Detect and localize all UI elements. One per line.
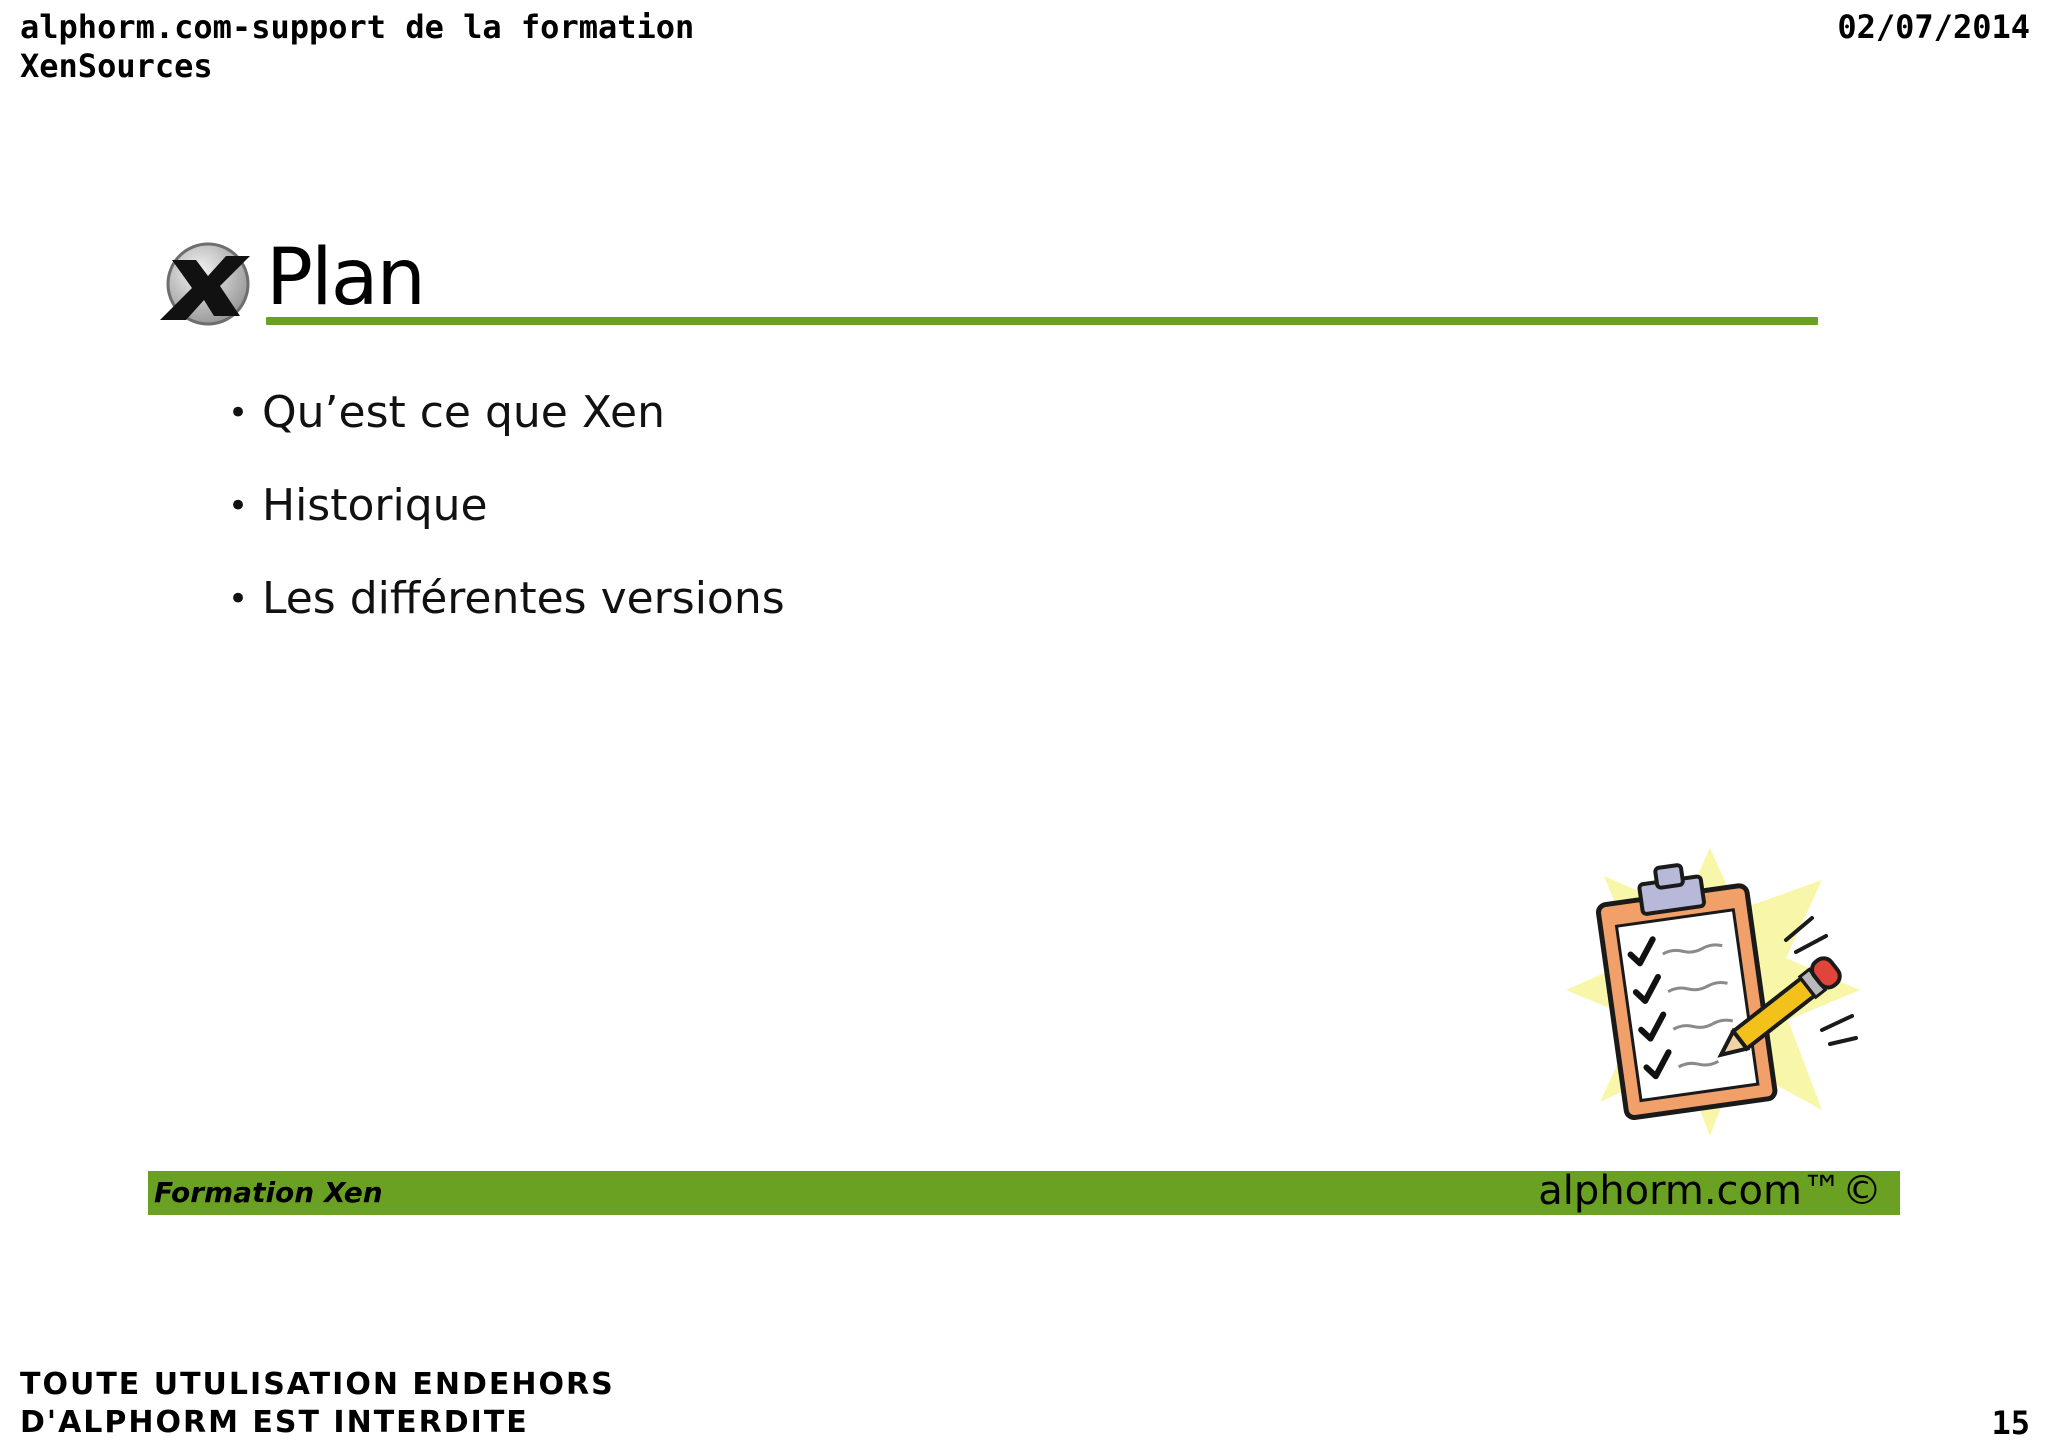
slide-footer-label: Formation Xen [154,1176,383,1209]
list-item-text: Qu’est ce que Xen [262,387,665,438]
list-item-text: Les différentes versions [262,573,785,624]
slide: Plan • Qu’est ce que Xen • Historique • … [148,190,1900,1220]
document-date: 02/07/2014 [1837,8,2030,46]
title-underline [266,317,1818,325]
xen-logo-icon [160,242,250,326]
list-item: • Historique [228,459,785,552]
page-number: 15 [1991,1404,2030,1442]
slide-footer-bar: Formation Xen alphorm.com™© [148,1168,1900,1215]
list-item: • Qu’est ce que Xen [228,366,785,459]
list-item-text: Historique [262,480,488,531]
usage-notice: TOUTE UTULISATION ENDEHORS D'ALPHORM EST… [20,1367,615,1440]
bullet-icon: • [228,392,249,433]
clipboard-checklist-pencil-icon [1566,848,1860,1136]
bullet-icon: • [228,578,249,619]
slide-footer-brand: alphorm.com™© [1538,1168,1882,1214]
bullet-list: • Qu’est ce que Xen • Historique • Les d… [228,366,785,645]
document-title: alphorm.com-support de la formation XenS… [20,8,695,85]
slide-title: Plan [266,233,426,323]
list-item: • Les différentes versions [228,552,785,645]
bullet-icon: • [228,485,249,526]
